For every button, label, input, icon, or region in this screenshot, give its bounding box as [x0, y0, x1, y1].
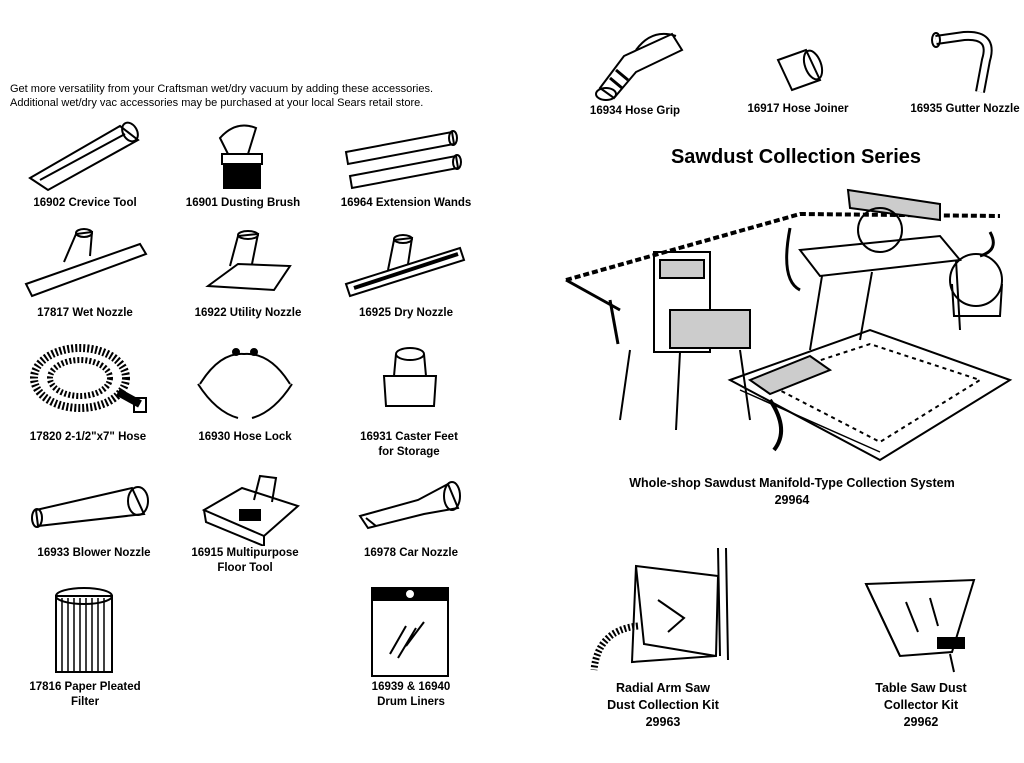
- intro-text: Get more versatility from your Craftsman…: [10, 82, 510, 110]
- blower-nozzle-item: 16933 Blower Nozzle: [24, 470, 164, 561]
- extension-wands-icon: [344, 130, 462, 190]
- table-saw-collector-icon: [864, 578, 976, 673]
- dusting-brush-label: 16901 Dusting Brush: [185, 197, 301, 209]
- table-saw-label-1: Table Saw Dust: [875, 681, 967, 695]
- wet-nozzle-item: 17817 Wet Nozzle: [20, 226, 150, 321]
- hose-label: 17820 2-1/2"x7" Hose: [29, 431, 147, 443]
- floor-tool-icon: [201, 474, 300, 546]
- gutter-nozzle-item: 16935 Gutter Nozzle: [906, 26, 1024, 117]
- dry-nozzle-icon: [344, 234, 466, 298]
- hose-grip-label: 16934 Hose Grip: [589, 105, 681, 117]
- floor-tool-item: 16915 Multipurpose Floor Tool: [180, 470, 310, 576]
- extension-wands-label: 16964 Extension Wands: [340, 197, 472, 209]
- floor-tool-label-2: Floor Tool: [217, 562, 273, 574]
- car-nozzle-label: 16978 Car Nozzle: [364, 547, 458, 559]
- dusting-brush-item: 16901 Dusting Brush: [178, 118, 308, 211]
- crevice-tool-icon: [28, 121, 140, 192]
- drum-liners-label-1: 16939 & 16940: [371, 681, 451, 693]
- utility-nozzle-label: 16922 Utility Nozzle: [194, 307, 302, 319]
- intro-line-1: Get more versatility from your Craftsman…: [10, 83, 434, 95]
- manifold-label-2: 29964: [774, 493, 810, 507]
- floor-tool-label-1: 16915 Multipurpose: [191, 547, 299, 559]
- table-saw-kit-item: Table Saw Dust Collector Kit 29962: [846, 572, 996, 731]
- sawdust-section-title: Sawdust Collection Series: [670, 146, 922, 168]
- blower-nozzle-label: 16933 Blower Nozzle: [37, 547, 151, 559]
- caster-feet-label-1: 16931 Caster Feet: [360, 431, 458, 443]
- extension-wands-item: 16964 Extension Wands: [336, 118, 476, 211]
- wet-nozzle-icon: [24, 228, 148, 298]
- dry-nozzle-item: 16925 Dry Nozzle: [336, 226, 476, 321]
- gutter-nozzle-label: 16935 Gutter Nozzle: [910, 103, 1020, 115]
- shop-manifold-illustration-icon: [565, 188, 1013, 462]
- drum-liners-icon: [371, 587, 449, 677]
- radial-arm-kit-item: Radial Arm Saw Dust Collection Kit 29963: [588, 546, 738, 731]
- utility-nozzle-icon: [205, 230, 292, 292]
- radial-arm-collector-icon: [590, 547, 729, 671]
- pleated-filter-icon: [55, 587, 113, 673]
- manifold-label-1: Whole-shop Sawdust Manifold-Type Collect…: [629, 476, 955, 490]
- gutter-nozzle-icon: [931, 30, 993, 93]
- radial-arm-label-3: 29963: [645, 715, 681, 729]
- caster-feet-item: 16931 Caster Feet for Storage: [344, 334, 474, 460]
- filter-label-1: 17816 Paper Pleated: [29, 681, 141, 693]
- hose-lock-item: 16930 Hose Lock: [180, 334, 310, 445]
- hose-grip-icon: [595, 32, 684, 101]
- hose-item: 17820 2-1/2"x7" Hose: [18, 334, 158, 445]
- hose-lock-icon: [197, 348, 293, 419]
- caster-feet-label-2: for Storage: [378, 446, 440, 458]
- hose-joiner-icon: [776, 48, 824, 92]
- hose-joiner-label: 16917 Hose Joiner: [747, 103, 849, 115]
- caster-feet-icon: [382, 347, 438, 407]
- wet-nozzle-label: 17817 Wet Nozzle: [37, 307, 133, 319]
- filter-item: 17816 Paper Pleated Filter: [20, 584, 150, 710]
- intro-line-2: Additional wet/dry vac accessories may b…: [10, 97, 424, 109]
- car-nozzle-icon: [358, 481, 461, 530]
- table-saw-label-3: 29962: [903, 715, 939, 729]
- crevice-tool-item: 16902 Crevice Tool: [20, 118, 150, 211]
- radial-arm-label-1: Radial Arm Saw: [615, 681, 710, 695]
- dusting-brush-icon: [218, 124, 263, 189]
- hose-grip-item: 16934 Hose Grip: [580, 26, 690, 119]
- utility-nozzle-item: 16922 Utility Nozzle: [178, 226, 318, 321]
- drum-liners-item: 16939 & 16940 Drum Liners: [346, 584, 476, 710]
- blower-nozzle-icon: [31, 486, 149, 528]
- dry-nozzle-label: 16925 Dry Nozzle: [359, 307, 453, 319]
- hose-joiner-item: 16917 Hose Joiner: [738, 30, 858, 117]
- crevice-tool-label: 16902 Crevice Tool: [33, 197, 137, 209]
- table-saw-label-2: Collector Kit: [883, 698, 959, 712]
- radial-arm-label-2: Dust Collection Kit: [607, 698, 719, 712]
- hose-lock-label: 16930 Hose Lock: [198, 431, 292, 443]
- hose-icon: [30, 344, 147, 413]
- manifold-system-item: Whole-shop Sawdust Manifold-Type Collect…: [560, 180, 1024, 509]
- filter-label-2: Filter: [70, 696, 100, 708]
- car-nozzle-item: 16978 Car Nozzle: [346, 470, 476, 561]
- drum-liners-label-2: Drum Liners: [377, 696, 445, 708]
